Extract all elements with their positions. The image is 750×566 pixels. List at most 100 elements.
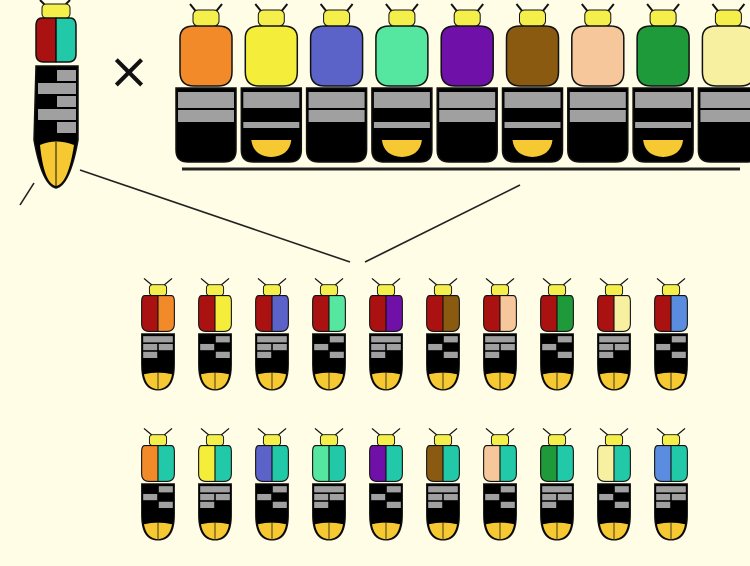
elytra-left [426, 295, 444, 333]
abdomen-band [371, 343, 386, 351]
beetle-head [714, 9, 742, 27]
abdomen-band [386, 486, 401, 493]
elytra-left [255, 445, 273, 483]
abdomen-band [439, 92, 496, 108]
cross-symbol: × [108, 42, 150, 100]
abdomen-band [143, 343, 158, 351]
abdomen-band [272, 501, 287, 508]
cross-lines [19, 167, 740, 263]
offspring-beetle [426, 277, 460, 391]
abdomen-band [614, 486, 629, 493]
abdomen-band [599, 493, 614, 501]
elytra-right [385, 445, 403, 483]
beetle-head [41, 3, 71, 19]
maternal-beetle-body [33, 0, 79, 189]
elytra-left [198, 295, 216, 333]
abdomen-band [257, 493, 272, 501]
elytra-right [328, 445, 346, 483]
abdomen-band [57, 96, 76, 107]
abdomen-band [599, 351, 614, 358]
elytra [440, 25, 494, 87]
elytra-right [271, 445, 289, 483]
elytra-left [483, 445, 501, 483]
abdomen-band [57, 109, 76, 120]
abdomen-band [599, 336, 629, 343]
offspring-beetle [654, 277, 688, 391]
abdomen-band [143, 336, 173, 343]
beetle-head [376, 284, 396, 297]
abdomen-band [57, 83, 76, 94]
beetle-head [262, 434, 282, 447]
elytra-left [597, 295, 615, 333]
abdomen-band [485, 493, 500, 501]
offspring-beetle [483, 427, 517, 541]
abdomen-band [371, 336, 401, 343]
paternal-cross-line [364, 184, 521, 263]
abdomen-band [373, 92, 430, 108]
offspring-beetle [540, 277, 574, 391]
paternal-beetle [501, 3, 564, 163]
abdomen-band [215, 493, 230, 501]
abdomen-band [386, 501, 401, 508]
beetle-head [661, 434, 681, 447]
beetle-head [547, 284, 567, 297]
beetle-head [205, 284, 225, 297]
abdomen-band [443, 351, 458, 358]
abdomen-band [57, 122, 76, 133]
paternal-beetle [567, 3, 629, 163]
abdomen-band [635, 92, 692, 108]
abdomen-band [557, 493, 572, 501]
elytra-left [426, 445, 444, 483]
abdomen-band [542, 486, 572, 493]
abdomen-band [656, 343, 671, 351]
paternal-beetle [305, 3, 368, 163]
elytra-right [385, 295, 403, 333]
abdomen-tip [381, 140, 422, 157]
offspring-beetle [597, 277, 631, 391]
offspring-beetle [654, 427, 688, 541]
abdomen-band [200, 501, 215, 508]
abdomen-band [215, 351, 230, 358]
abdomen-band [542, 343, 557, 351]
abdomen-band [143, 351, 158, 358]
abdomen-band [500, 343, 515, 351]
elytra-left [312, 445, 330, 483]
abdomen-band [557, 336, 572, 343]
abdomen-band [178, 110, 234, 122]
elytra-left [141, 295, 159, 333]
beetle-head [257, 9, 285, 27]
offspring-beetle [369, 277, 403, 391]
abdomen-band [243, 110, 300, 122]
beetle-head [319, 434, 339, 447]
paternal-beetle [240, 3, 303, 163]
elytra-right [214, 295, 232, 333]
abdomen-band [257, 343, 272, 351]
abdomen-band [485, 343, 500, 351]
elytra-right [556, 295, 574, 333]
abdomen-band [329, 351, 344, 358]
abdomen-tip [643, 140, 684, 157]
abdomen-band [443, 493, 458, 501]
offspring-beetle [426, 427, 460, 541]
elytra [179, 25, 233, 87]
abdomen-band [158, 343, 173, 351]
abdomen-band [143, 493, 158, 501]
elytra [701, 25, 750, 87]
abdomen-band [38, 109, 57, 120]
abdomen-band [504, 122, 561, 128]
offspring-beetle [597, 427, 631, 541]
abdomen-band [158, 486, 173, 493]
offspring-beetle [312, 427, 346, 541]
elytra-left [597, 445, 615, 483]
elytra-right [157, 445, 175, 483]
abdomen-band [57, 70, 76, 81]
elytra-left [654, 295, 672, 333]
abdomen-band [215, 336, 230, 343]
offspring-beetle [141, 427, 175, 541]
paternal-beetle [436, 3, 498, 163]
abdomen-band [635, 110, 692, 122]
offspring-beetle [141, 277, 175, 391]
beetle-head [604, 284, 624, 297]
beetle-head [319, 284, 339, 297]
